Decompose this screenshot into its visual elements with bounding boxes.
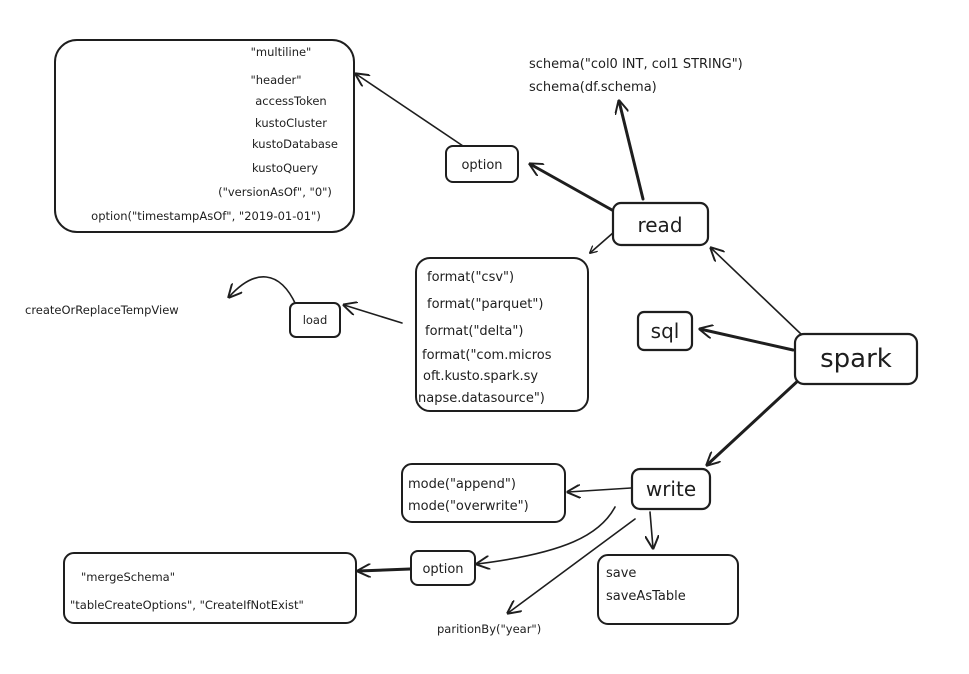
read-label: read [637,213,682,237]
read-option-item: kustoQuery [252,161,318,175]
temp-view-label: createOrReplaceTempView [25,303,179,317]
read-option-node[interactable]: option [445,145,519,183]
edge-read-format [590,231,615,253]
edge-write-save [650,511,653,548]
write-option-label: option [422,562,463,577]
edge-write-option [477,506,616,564]
read-option-item: "multiline" [251,45,312,59]
read-option-item: option("timestampAsOf", "2019-01-01") [91,209,321,223]
edge-spark-read [711,248,803,336]
format-item: napse.datasource") [418,391,545,406]
mode-item: mode("overwrite") [408,499,529,514]
format-item: format("delta") [425,324,523,339]
write-option-item: "mergeSchema" [81,570,175,584]
read-option-item: ("versionAsOf", "0") [218,185,332,199]
edge-format-load [344,305,403,324]
edge-load-tempview [229,276,297,306]
sql-label: sql [651,319,680,343]
spark-node[interactable]: spark [793,332,919,386]
partition-by-label: paritionBy("year") [437,622,541,636]
write-options-box: "mergeSchema" "tableCreateOptions", "Cre… [63,552,357,624]
edge-option-writeoptions [358,569,412,571]
spark-label: spark [820,344,892,374]
read-option-item: kustoCluster [255,116,327,130]
save-item: save [606,566,636,581]
write-node[interactable]: write [630,467,712,511]
schema-line: schema(df.schema) [529,80,657,95]
write-label: write [646,477,696,501]
edge-option-readoptions [356,74,467,149]
read-option-item: kustoDatabase [252,137,338,151]
mode-item: mode("append") [408,477,516,492]
read-option-item: "header" [250,73,301,87]
load-node[interactable]: load [289,302,341,338]
edge-write-mode [568,488,632,492]
load-label: load [303,313,328,327]
read-option-item: accessToken [255,94,326,108]
edge-spark-sql [700,329,795,352]
format-box: format("csv") format("parquet") format("… [415,257,589,412]
read-option-label: option [461,158,502,173]
mode-box: mode("append") mode("overwrite") [401,463,566,523]
write-option-item: "tableCreateOptions", "CreateIfNotExist" [70,598,304,612]
edge-write-partition [508,518,636,613]
sql-node[interactable]: sql [636,310,694,352]
edge-spark-write [707,376,803,465]
read-node[interactable]: read [611,201,710,247]
format-item: format("com.micros [422,348,552,363]
read-options-box: "multiline" "header" accessToken kustoCl… [54,39,355,233]
write-option-node[interactable]: option [410,550,476,586]
save-box: save saveAsTable [597,554,739,625]
edge-read-option [530,164,614,212]
edge-read-schema [619,101,645,201]
format-item: format("csv") [427,270,514,285]
save-item: saveAsTable [606,589,686,604]
schema-line: schema("col0 INT, col1 STRING") [529,57,743,72]
connectors [229,74,803,613]
format-item: format("parquet") [427,297,543,312]
format-item: oft.kusto.spark.sy [423,369,538,384]
schema-text: schema("col0 INT, col1 STRING") schema(d… [529,57,743,95]
